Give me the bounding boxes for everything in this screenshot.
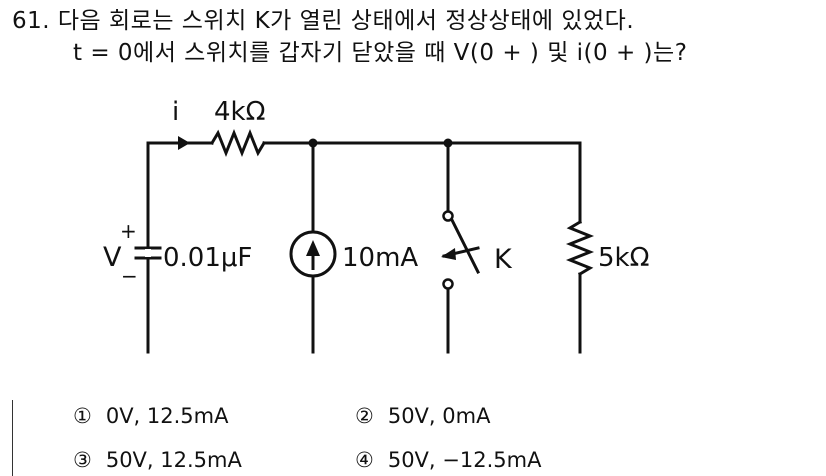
switch-blade xyxy=(449,217,481,275)
choice-4[interactable]: ④ 50V, −12.5mA xyxy=(355,448,541,472)
current-label: i xyxy=(172,97,179,127)
switch-arrow-icon xyxy=(441,248,456,260)
choice-2-text: 50V, 0mA xyxy=(387,404,491,428)
choice-4-number: ④ xyxy=(355,448,374,472)
switch-contact-bottom xyxy=(442,278,454,290)
plus-sign: + xyxy=(120,219,137,243)
wire-top-left xyxy=(146,141,214,354)
choice-3-number: ③ xyxy=(73,448,92,472)
minus-sign: − xyxy=(121,264,138,288)
margin-rule xyxy=(12,400,13,476)
switch-label: K xyxy=(494,244,513,275)
source-label: 10mA xyxy=(342,243,418,273)
choice-1-number: ① xyxy=(73,404,92,428)
question-line-2: t = 0에서 스위치를 갑자기 닫았을 때 V(0 + ) 및 i(0 + )… xyxy=(73,40,688,66)
choice-2[interactable]: ② 50V, 0mA xyxy=(355,404,490,428)
circuit-diagram: i 4kΩ V + − 0.01μF 10mA K 5kΩ xyxy=(103,97,649,354)
choice-4-text: 50V, −12.5mA xyxy=(387,448,542,472)
choice-2-number: ② xyxy=(355,404,374,428)
capacitor-label: 0.01μF xyxy=(163,243,252,273)
junction-dot xyxy=(443,138,453,148)
resistor-4k xyxy=(209,128,267,158)
resistor2-label: 5kΩ xyxy=(598,243,649,273)
choice-1[interactable]: ① 0V, 12.5mA xyxy=(73,404,229,428)
question-line-1: 61. 다음 회로는 스위치 K가 열린 상태에서 정상상태에 있었다. xyxy=(12,8,635,34)
resistor1-label: 4kΩ xyxy=(214,97,265,127)
choice-3[interactable]: ③ 50V, 12.5mA xyxy=(73,448,242,472)
choice-3-text: 50V, 12.5mA xyxy=(105,448,242,472)
junction-dot xyxy=(308,138,318,148)
switch-contact-top xyxy=(442,210,454,222)
choice-1-text: 0V, 12.5mA xyxy=(105,404,229,428)
source-arrow-icon xyxy=(306,240,320,256)
resistor-5k xyxy=(565,219,595,277)
current-arrow-icon xyxy=(178,136,190,150)
voltage-label: V xyxy=(103,242,122,273)
